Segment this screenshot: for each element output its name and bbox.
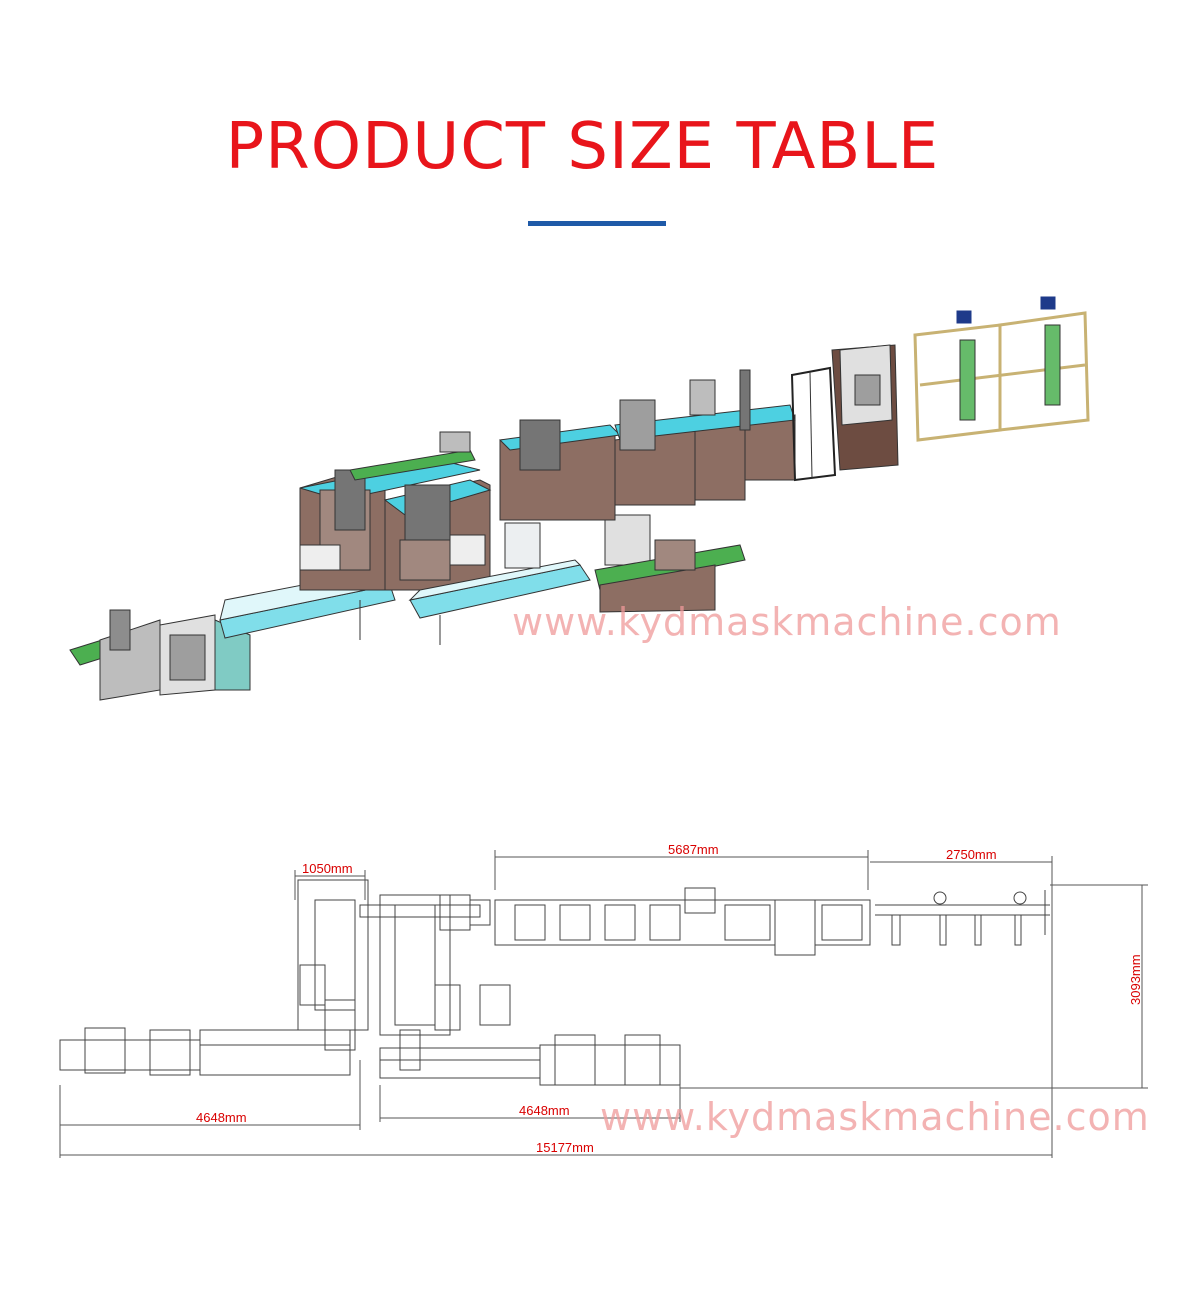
dim-4648-left: 4648mm <box>196 1110 247 1125</box>
plan-left-conveyor <box>199 1029 351 1076</box>
iso-station-center <box>383 479 492 591</box>
isometric-view <box>69 296 1090 701</box>
iso-main-line <box>498 369 796 521</box>
plan-tower <box>814 899 871 946</box>
dim-4648-center: 4648mm <box>519 1103 570 1118</box>
iso-frame-tower <box>790 344 899 482</box>
iso-unwinding-racks <box>913 296 1090 442</box>
dimension-lines <box>59 850 1148 1158</box>
iso-right-packer <box>594 514 746 613</box>
iso-bin <box>504 522 541 569</box>
iso-conveyor-center <box>408 559 591 645</box>
dim-2750: 2750mm <box>946 847 997 862</box>
plan-bin <box>479 984 511 1026</box>
iso-watermark: www.kydmaskmachine.com <box>512 600 1062 644</box>
plan-center-station <box>379 894 451 1036</box>
title-underline <box>528 221 666 226</box>
plan-upper-connector <box>359 904 481 918</box>
dim-1050: 1050mm <box>302 861 353 876</box>
dimension-labels: 1050mm 5687mm 2750mm 3093mm 4648mm 4648m… <box>196 842 1143 1155</box>
dim-3093: 3093mm <box>1128 954 1143 1005</box>
plan-right-packer <box>539 1044 681 1086</box>
dim-15177: 15177mm <box>536 1140 594 1155</box>
plan-view <box>59 879 1050 1086</box>
plan-left-station <box>297 879 369 1031</box>
dim-5687: 5687mm <box>668 842 719 857</box>
plan-watermark: www.kydmaskmachine.com <box>600 1095 1150 1139</box>
iso-station-left <box>299 431 481 591</box>
iso-left-packer <box>69 609 251 701</box>
plan-center-conveyor <box>379 1047 541 1079</box>
plan-left-packer <box>59 1039 201 1071</box>
plan-frame <box>774 899 816 956</box>
page-title: PRODUCT SIZE TABLE <box>225 110 940 184</box>
